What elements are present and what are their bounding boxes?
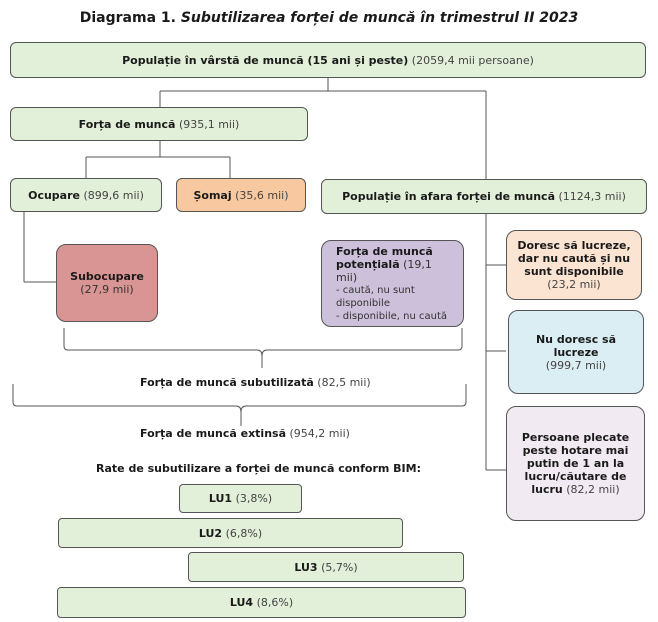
extended-label: Forța de muncă extinsă — [140, 427, 287, 440]
labour-force-box: Forța de muncă (935,1 mii) — [10, 107, 308, 141]
employment-value: (899,6 mii) — [83, 188, 144, 202]
population-value: (2059,4 mii persoane) — [411, 53, 534, 67]
extended-value: (954,2 mii) — [289, 427, 350, 440]
not-want-value: (999,7 mii) — [545, 358, 607, 372]
abroad-box: Persoane plecate peste hotare mai putin … — [506, 406, 645, 521]
potential-label: Forța de muncă potențială — [336, 244, 433, 271]
rate-lu2: LU2 (6,8%) — [58, 518, 403, 548]
rate-lu4-label: LU4 — [229, 596, 254, 609]
rate-lu3-value: (5,7%) — [321, 560, 358, 574]
population-label: Populație în vârstă de muncă (15 ani și … — [122, 53, 409, 67]
rate-lu3: LU3 (5,7%) — [188, 552, 464, 582]
rate-lu2-value: (6,8%) — [225, 526, 263, 540]
unemployment-box: Șomaj (35,6 mii) — [176, 178, 306, 212]
want-not-available-value: (23,2 mii) — [547, 278, 601, 291]
not-want-box: Nu doresc să lucreze(999,7 mii) — [508, 310, 644, 394]
labour-force-label: Forța de muncă — [78, 117, 176, 131]
potential-bullet-1: - caută, nu sunt disponibile — [336, 284, 415, 309]
diagram-title: Diagrama 1. Subutilizarea forței de munc… — [0, 10, 658, 26]
rate-lu4: LU4 (8,6%) — [57, 587, 466, 618]
employment-label: Ocupare — [28, 188, 80, 202]
outside-value: (1124,3 mii) — [558, 190, 626, 203]
underutilized-label: Forța de muncă subutilizată — [140, 376, 314, 389]
want-not-available-box: Doresc să lucreze, dar nu caută și nu su… — [506, 230, 642, 300]
labour-force-value: (935,1 mii) — [178, 117, 240, 131]
employment-box: Ocupare (899,6 mii) — [10, 178, 162, 212]
population-box: Populație în vârstă de muncă (15 ani și … — [10, 42, 646, 78]
unemployment-value: (35,6 mii) — [235, 188, 289, 202]
rates-heading: Rate de subutilizare a forței de muncă c… — [96, 462, 421, 475]
underemployment-box: Subocupare(27,9 mii) — [56, 244, 158, 322]
want-not-available-label: Doresc să lucreze, dar nu caută și nu su… — [517, 239, 631, 278]
abroad-label: Persoane plecate peste hotare mai putin … — [521, 431, 630, 496]
rate-lu4-value: (8,6%) — [256, 596, 294, 609]
underemployment-value: (27,9 mii) — [80, 283, 134, 296]
potential-labour-force-box: Forța de muncă potențială (19,1 mii) - c… — [321, 240, 464, 327]
extended-label-row: Forța de muncă extinsă (954,2 mii) — [140, 427, 350, 440]
title-prefix: Diagrama 1. — [79, 10, 176, 26]
rate-lu3-label: LU3 — [294, 560, 318, 574]
potential-bullet-2: - disponibile, nu caută — [336, 310, 447, 322]
rate-lu1-value: (3,8%) — [235, 492, 273, 505]
outside-label: Populație în afara forței de muncă — [342, 190, 555, 203]
unemployment-label: Șomaj — [193, 188, 232, 202]
rate-lu1: LU1 (3,8%) — [179, 484, 302, 513]
not-want-label: Nu doresc să lucreze — [535, 332, 617, 359]
rate-lu2-label: LU2 — [198, 526, 223, 540]
title-text: Subutilizarea forței de muncă în trimest… — [180, 10, 579, 26]
rate-lu1-label: LU1 — [208, 492, 233, 505]
underutilized-label-row: Forța de muncă subutilizată (82,5 mii) — [140, 376, 371, 389]
outside-labour-force-box: Populație în afara forței de muncă (1124… — [321, 179, 647, 214]
underutilized-value: (82,5 mii) — [317, 376, 371, 389]
abroad-value: (82,2 mii) — [566, 483, 620, 496]
potential-value: (19,1 mii) — [336, 257, 432, 284]
underemployment-label: Subocupare — [70, 270, 144, 283]
